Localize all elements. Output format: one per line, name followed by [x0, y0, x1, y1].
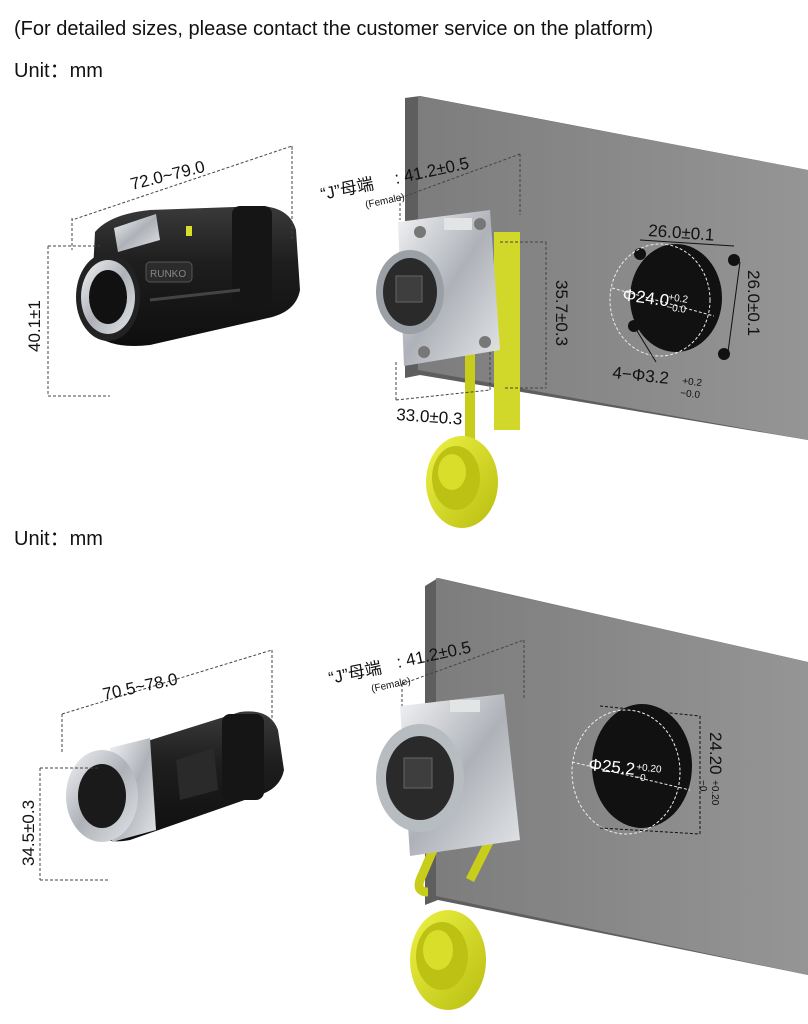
- panel-center-tol-plus: +0.2: [668, 292, 690, 306]
- panel-hole-spacing-h: 26.0±0.1: [648, 221, 715, 245]
- panel-cutout-top: [609, 239, 741, 363]
- panel-mount-tol-plus: +0.2: [682, 376, 703, 389]
- plug-diameter-label: 40.1±1: [25, 300, 44, 352]
- plug-connector: RUNKO: [76, 206, 300, 346]
- flange-width-dimline: [395, 389, 491, 401]
- flange-width-label: 33.0±0.3: [396, 405, 463, 429]
- unit-label-top: Unit：mm: [14, 60, 103, 82]
- sizes-note: (For detailed sizes, please contact the …: [14, 18, 654, 40]
- panel-socket: [376, 210, 520, 479]
- panel-flat-tol-minus: −0: [697, 780, 708, 792]
- bottom-connector-drawing: 70.5~78.0 34.5±0.3 “J”母端 : 41.2±0.5 (Fem…: [19, 578, 808, 1010]
- plug-length-dimline: [61, 649, 273, 715]
- socket-dust-cap: [426, 436, 498, 528]
- socket-female-label: (Female): [370, 676, 411, 695]
- panel-hole-spacing-v: 26.0±0.1: [744, 270, 763, 336]
- svg-text:RUNKO: RUNKO: [150, 269, 186, 280]
- panel-center-tol-minus: −0.0: [666, 302, 688, 316]
- unit-label-bottom: Unit：mm: [14, 528, 103, 550]
- panel-flat-tol-plus: +0.20: [709, 780, 720, 806]
- plug-length-label: 70.5~78.0: [101, 670, 179, 704]
- panel-hole-tol-plus: +0.20: [636, 762, 663, 776]
- panel-mount-tol-minus: −0.0: [680, 388, 701, 401]
- socket-depth-dimline: [399, 153, 521, 199]
- socket-dust-cap: [410, 910, 486, 1010]
- plug-diameter-label: 34.5±0.3: [19, 800, 38, 866]
- panel-cutout-bottom: [571, 704, 701, 835]
- socket-depth-dimline: [401, 639, 525, 685]
- panel-hole-tol-minus: −0: [634, 772, 647, 784]
- panel-flat-label: 24.20: [706, 732, 725, 775]
- top-connector-drawing: RUNKO 72.0~79.0 40.1±1 “J”母端 : 41.2±0.5 …: [25, 96, 808, 528]
- plug-connector: [66, 711, 284, 842]
- panel-hole-label: Φ25.2: [588, 755, 636, 779]
- flange-height-label: 35.7±0.3: [552, 280, 571, 346]
- panel-socket: [376, 694, 520, 897]
